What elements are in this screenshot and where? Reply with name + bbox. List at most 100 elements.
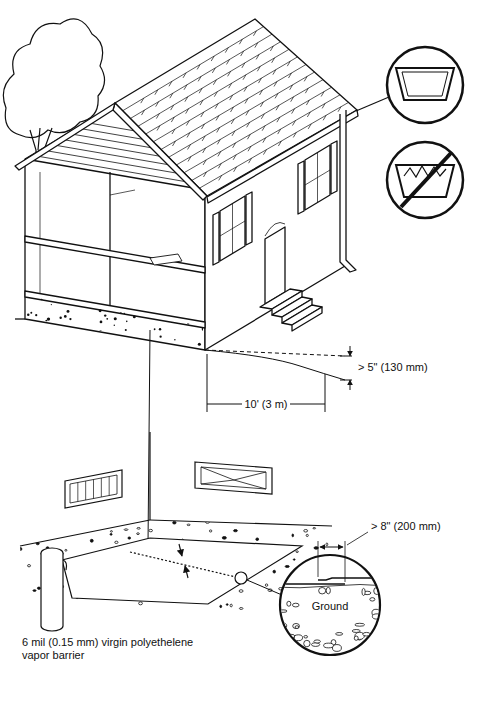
gravel-dot (109, 607, 113, 608)
shingle-tab (186, 109, 189, 114)
gravel-dot (202, 328, 205, 331)
stone (372, 614, 382, 619)
gravel-dot (67, 310, 70, 313)
gravel-dot (239, 590, 243, 593)
shingle-tab (233, 155, 236, 160)
upper-floor (25, 236, 205, 273)
gravel-dot (126, 321, 128, 323)
shingle-tab (293, 121, 296, 126)
gravel-dot (157, 308, 160, 311)
gravel-dot (19, 548, 22, 551)
extension-line (345, 541, 346, 582)
vent-bar (77, 483, 78, 502)
stone (278, 623, 286, 629)
plastic-roll (41, 553, 63, 631)
shingle-row (138, 42, 281, 127)
shingle-tab (232, 131, 235, 136)
gravel-dot (33, 590, 36, 592)
level-line (205, 350, 345, 356)
shingle-tab (219, 175, 222, 180)
window (305, 145, 330, 210)
shingle-tab (215, 104, 218, 109)
shingle-tab (172, 129, 175, 134)
shingle-tab (170, 93, 173, 98)
shingle-tab (229, 83, 232, 88)
shingle-tab (217, 127, 220, 132)
gutter-profile (402, 72, 448, 96)
shingle-tab (171, 117, 174, 122)
stone (354, 636, 358, 640)
gravel-dot (320, 520, 323, 522)
ground-slope (205, 350, 345, 380)
house (15, 19, 358, 350)
shingle-tab (239, 39, 242, 44)
shingle-tab (141, 98, 144, 103)
gravel-dot (114, 317, 117, 320)
gravel-dot (137, 299, 139, 301)
gravel-dot (99, 330, 102, 333)
stone (304, 636, 308, 638)
shingle-tab (277, 117, 280, 122)
gravel-dot (69, 318, 71, 320)
shingle-tab (291, 97, 294, 102)
shingle-row (176, 80, 323, 165)
gravel-dot (239, 521, 241, 522)
gravel-dot (202, 318, 204, 320)
gravel-dot (273, 570, 276, 573)
gravel-dot (35, 314, 37, 316)
gravel-dot (220, 605, 222, 607)
insulation-batt (150, 254, 182, 265)
barge-board (15, 103, 115, 170)
shingle-tab (260, 90, 263, 95)
interior-door (110, 190, 135, 195)
plastic-roll (63, 560, 67, 570)
shingle-tab (242, 63, 245, 68)
dimension-line (320, 547, 343, 548)
shingle-tab (173, 141, 176, 146)
gravel-dot (65, 549, 67, 551)
gravel-dot (36, 542, 39, 544)
gravel-dot (103, 608, 106, 610)
shingle-tab (260, 102, 263, 107)
grade-dimensions (205, 346, 352, 412)
overlap-arrow (185, 566, 188, 578)
shingle-tab (270, 46, 273, 51)
gravel-dot (114, 324, 115, 325)
shingle-tab (243, 75, 246, 80)
gravel-dot (27, 313, 29, 315)
gravel-dot (27, 334, 29, 336)
stone (279, 640, 288, 646)
shingle-tab (156, 114, 159, 119)
gravel-dot (59, 317, 61, 319)
gravel-dot (100, 321, 103, 324)
shingle-tab (246, 110, 249, 115)
shingle-tab (258, 78, 261, 83)
shingle-tab (321, 92, 324, 97)
stone (287, 601, 291, 606)
gravel-dot (37, 587, 40, 589)
gravel-dot (28, 565, 31, 567)
gravel-dot (104, 298, 107, 301)
gravel-dot (124, 312, 126, 314)
material-label: 6 mil (0.15 mm) virgin polyethelene vapo… (22, 636, 202, 662)
gravel-dot (80, 296, 83, 299)
shingle-tab (261, 114, 264, 119)
stone (280, 629, 285, 635)
extension-line (325, 374, 326, 412)
gravel-dot (105, 340, 108, 343)
shingle-tab (171, 105, 174, 110)
shingle-tab (142, 110, 145, 115)
barrier-sheet (318, 578, 390, 580)
shingle-tab (263, 138, 266, 143)
shingle-tab (156, 102, 159, 107)
gutter-callouts (356, 47, 463, 218)
siding-board (25, 175, 205, 206)
stone (326, 587, 330, 594)
shingle-tab (155, 90, 158, 95)
seam-line (130, 552, 240, 578)
gravel-dot (186, 309, 187, 310)
leader-line (356, 97, 389, 111)
shingle-row (146, 49, 289, 134)
gravel-dot (115, 541, 118, 543)
